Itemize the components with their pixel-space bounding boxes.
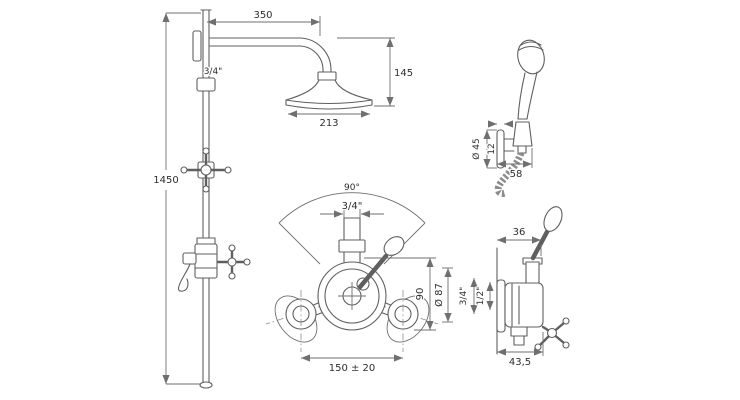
spray-head: [517, 39, 545, 75]
dim-side-inlet-thread-label: 1/2": [476, 287, 486, 306]
dim-arm-length-label: 350: [253, 10, 272, 21]
dim-body-height: 90: [364, 257, 436, 331]
hand-shower-view: Ø 45 12 58: [470, 39, 545, 197]
dim-bracket-diameter-label: Ø 45: [471, 138, 482, 159]
dim-head-height-label: 145: [394, 68, 413, 79]
label-swivel-angle: 90°: [344, 183, 360, 193]
dim-column-height-label: 1450: [153, 175, 178, 186]
dim-projection: 43,5: [497, 332, 544, 369]
dim-flange-diameter-label: Ø 87: [433, 283, 445, 307]
valve-side-view: 36 3/4" 1/2" 43,5: [458, 206, 570, 369]
dim-head-diameter-label: 213: [319, 118, 338, 129]
dim-body-height-label: 90: [415, 288, 426, 301]
wall-escutcheon: [496, 279, 506, 333]
shower-hose: [494, 151, 525, 197]
valve-body-side: [504, 257, 544, 328]
dim-side-outlet-thread: 3/4": [458, 278, 478, 314]
riser-union: [196, 77, 216, 92]
dim-projection-label: 43,5: [509, 357, 531, 368]
shower-column-view: 3/4" 350: [152, 9, 414, 389]
dim-head-diameter: 213: [288, 110, 370, 130]
dim-body-depth-label: 36: [513, 227, 526, 238]
dim-flange-diameter: Ø 87: [432, 267, 453, 323]
wall-bracket: [496, 129, 515, 169]
top-outlet: [338, 217, 366, 263]
riser-pipe: [199, 9, 213, 389]
dim-head-height: 145: [337, 37, 414, 107]
valve-body: [317, 261, 387, 331]
swivel-range: 90°: [278, 182, 426, 265]
inlet-unions: [285, 298, 419, 330]
dim-side-outlet-thread-label: 3/4": [459, 287, 469, 306]
bottom-outlet: [510, 326, 528, 346]
dim-inlet-spacing: 150 ± 20: [301, 354, 403, 375]
label-riser-thread: 3/4": [204, 67, 223, 77]
dim-bracket-width-label: 58: [510, 169, 523, 180]
shower-head: [285, 79, 373, 110]
valve-front-view: 90°: [265, 182, 453, 375]
dim-body-depth: 36: [497, 226, 542, 256]
dim-bracket-depth-label: 12: [487, 143, 497, 154]
dim-bracket-depth: 12: [486, 120, 513, 156]
shower-arm: [192, 30, 337, 81]
dim-outlet-thread-label: 3/4": [342, 201, 363, 212]
diverter-assembly: [177, 237, 251, 292]
dim-inlet-spacing-label: 150 ± 20: [329, 363, 376, 374]
dim-arm-length: 350: [207, 9, 321, 36]
dim-side-inlet-thread: 1/2": [475, 282, 494, 310]
spray-handle: [512, 71, 538, 154]
dim-outlet-thread: 3/4": [320, 200, 384, 218]
dim-bracket-diameter: Ø 45: [470, 129, 497, 169]
dim-column-height: 1450: [152, 12, 201, 385]
lever-handle: [356, 236, 405, 291]
cross-handle: [180, 147, 232, 193]
hose-hook: [177, 263, 191, 292]
dim-bracket-width: 58: [497, 148, 533, 181]
lever-handle-side: [530, 206, 563, 261]
